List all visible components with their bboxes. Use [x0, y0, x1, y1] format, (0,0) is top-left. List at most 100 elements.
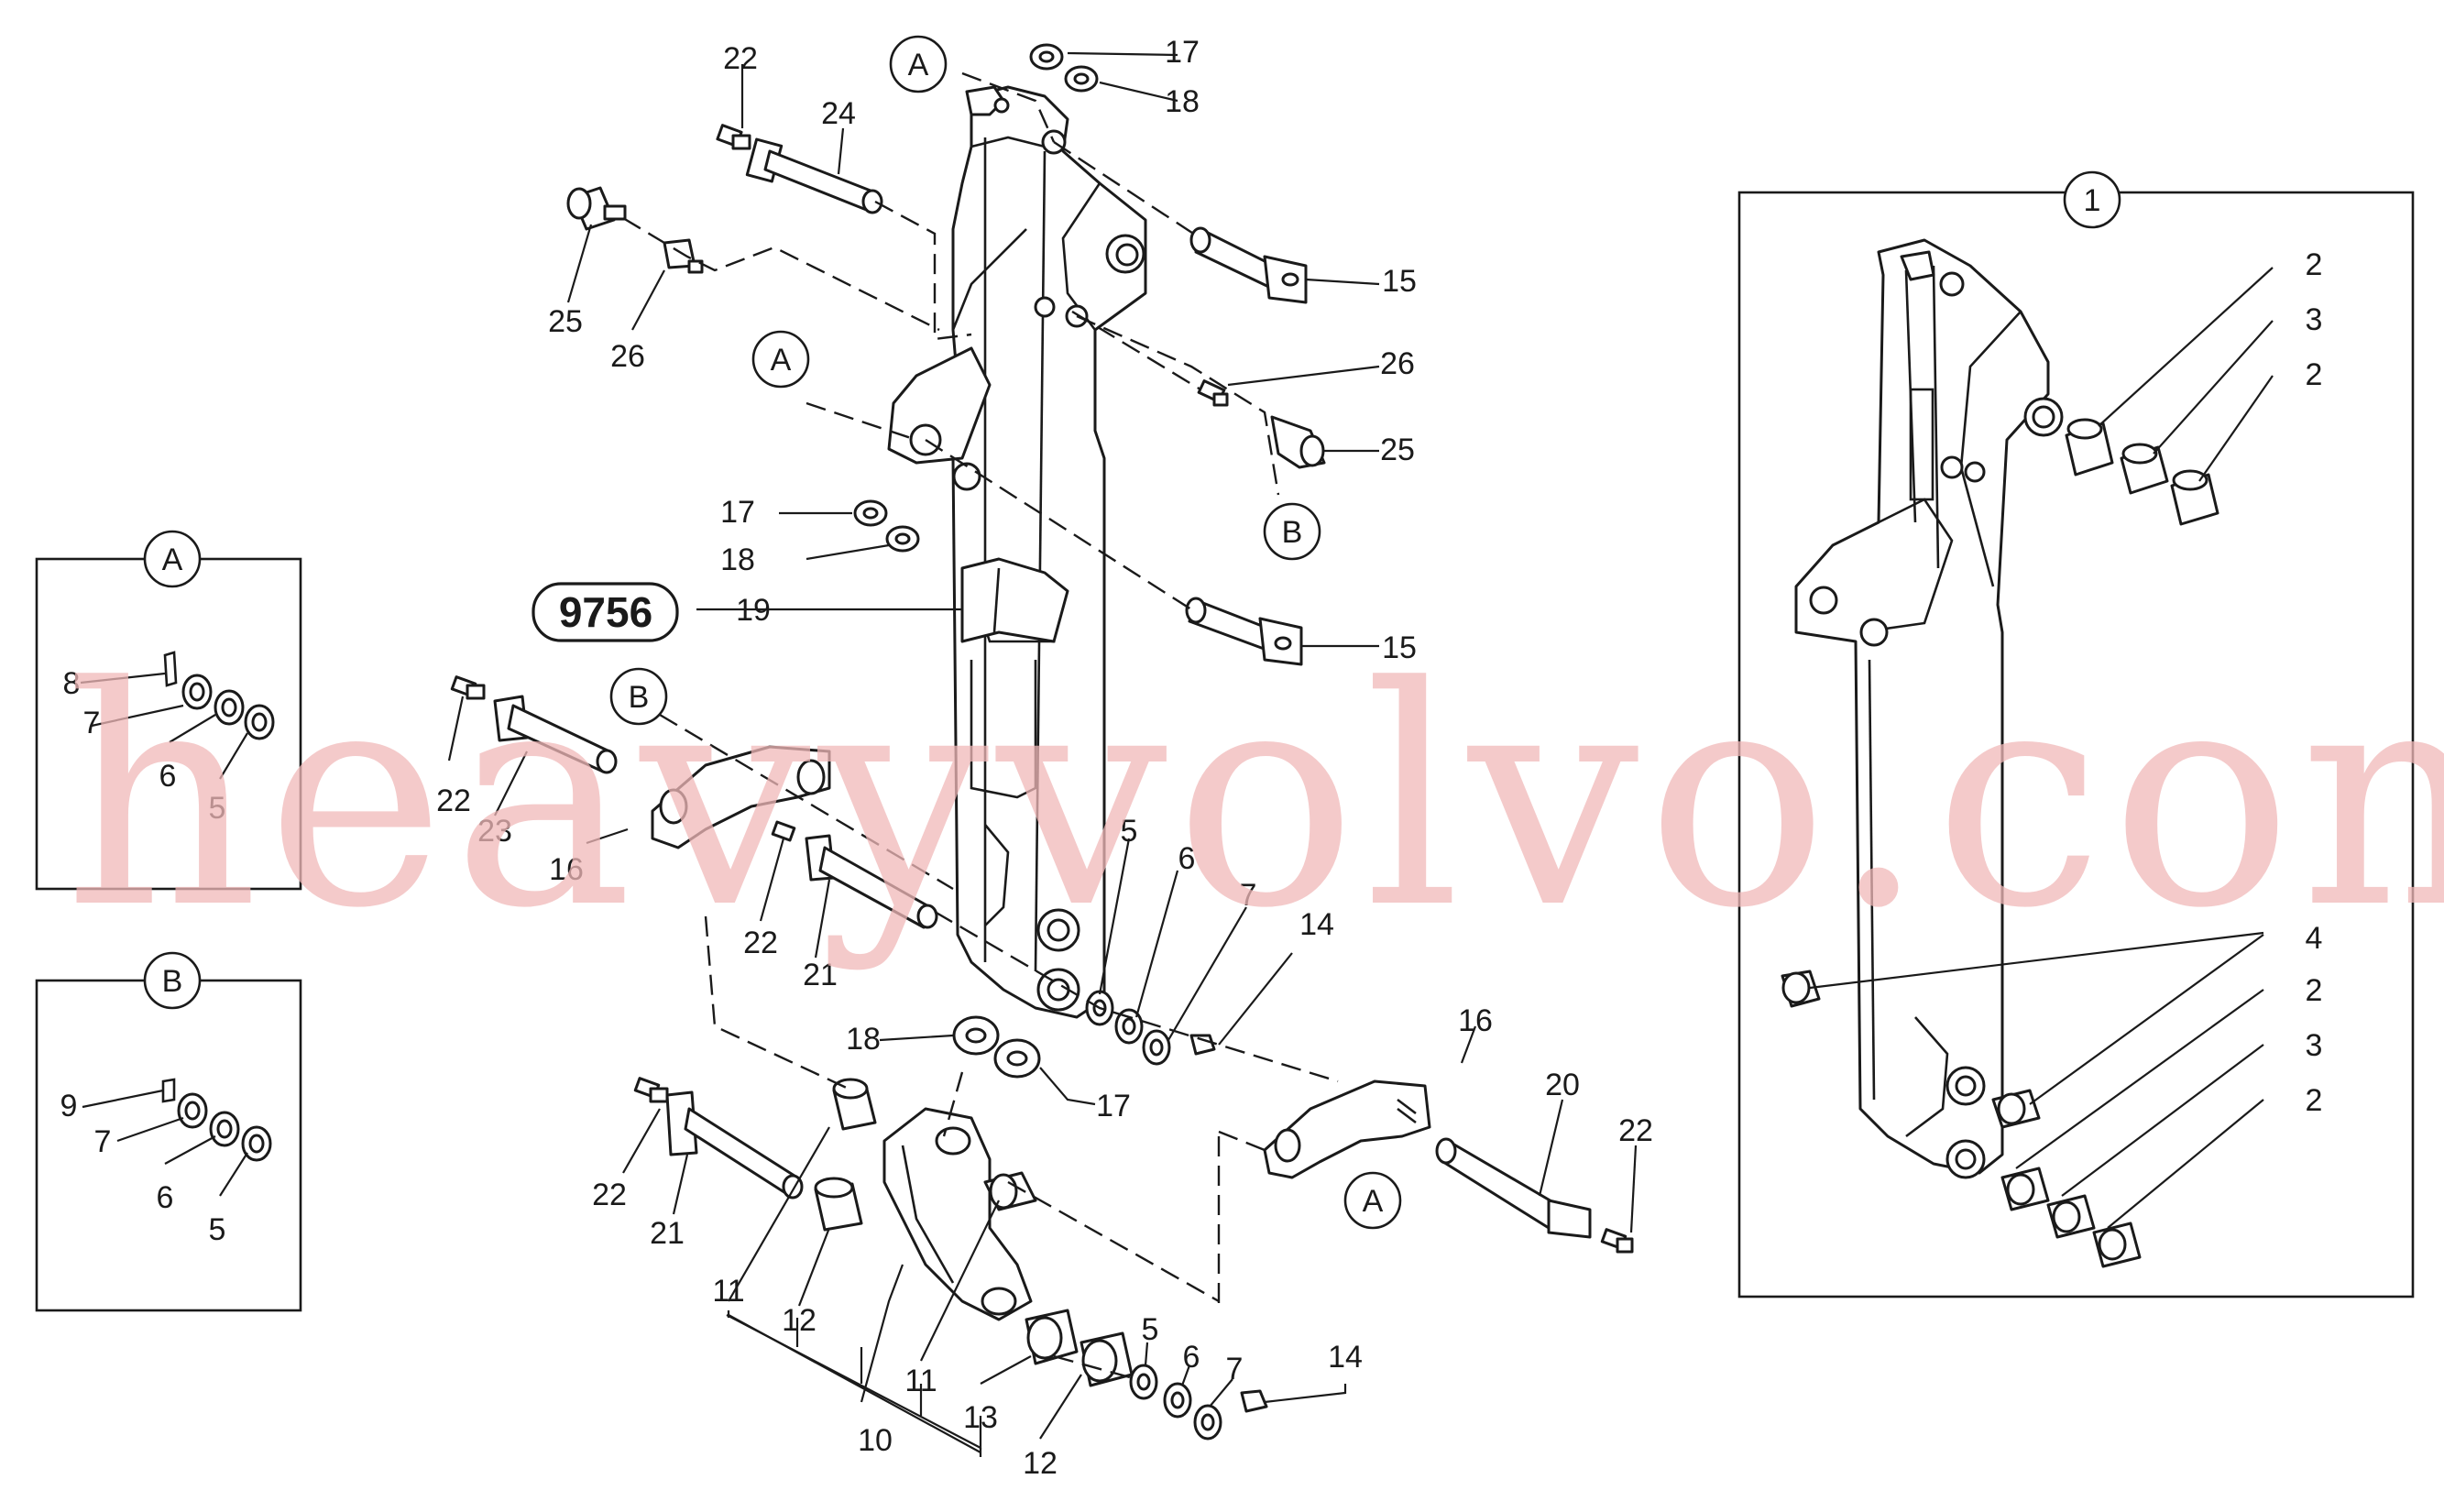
callout-c5b: 5: [1142, 1312, 1159, 1347]
callout-c16a: 16: [549, 852, 584, 887]
view-label: A: [1363, 1184, 1384, 1219]
callout-c16b: 16: [1458, 1003, 1493, 1038]
callout-c18c: 18: [846, 1022, 881, 1057]
callout-c23: 23: [477, 814, 512, 849]
view-circle-mid-b: B: [1263, 502, 1321, 561]
dashed-centerlines: [622, 71, 1339, 1381]
washers-5-6-7-low: [1129, 1364, 1268, 1441]
dipper-arm: [887, 85, 1147, 1019]
callout-c22a: 22: [723, 41, 758, 76]
pin-21-low: [665, 1090, 804, 1200]
callout-c12a: 12: [782, 1303, 816, 1338]
callout-d2c: 2: [2306, 973, 2323, 1008]
callout-ia6: 6: [159, 759, 177, 794]
inset-b-parts: [82, 1078, 272, 1197]
callout-c20: 20: [1545, 1068, 1580, 1102]
grease-nipple-22-top: [716, 124, 751, 150]
detail-1-leaders: [1809, 267, 2274, 1229]
callout-c26b: 26: [1380, 346, 1415, 381]
callout-ib7: 7: [94, 1124, 112, 1159]
leader-lines: [447, 51, 1638, 1457]
callout-c6a: 6: [1178, 841, 1196, 876]
grease-nipple-22-left: [450, 675, 486, 700]
pin-15-mid: [1185, 597, 1303, 666]
view-circle-left-b: B: [609, 667, 668, 726]
top-pin-24: [745, 137, 883, 214]
grease-nipple-22-mid: [771, 820, 796, 842]
view-label: B: [162, 964, 183, 999]
view-circle-low-a: A: [1343, 1171, 1402, 1230]
callout-d2a: 2: [2306, 247, 2323, 282]
callout-c25b: 25: [1380, 433, 1415, 467]
pin-15-top: [1189, 226, 1308, 304]
callout-c18a: 18: [1165, 84, 1200, 119]
guide-block: [960, 557, 1069, 643]
link-16-right: [1263, 1079, 1431, 1179]
callout-c22e: 22: [592, 1178, 627, 1212]
callout-c22d: 22: [1618, 1113, 1653, 1148]
callout-c17a: 17: [1165, 35, 1200, 70]
washers-17-18-mid: [853, 499, 920, 553]
washers-17-18-top: [1029, 43, 1099, 93]
fitting-26-right: [1197, 379, 1229, 407]
callout-c7a: 7: [1240, 878, 1257, 913]
callout-d4: 4: [2306, 921, 2323, 956]
callout-c18b: 18: [720, 542, 755, 577]
view-label: 1: [2084, 183, 2101, 218]
view-label: B: [1282, 515, 1303, 550]
pin-23: [493, 695, 618, 774]
view-label: A: [908, 48, 929, 82]
link-16-left: [651, 745, 831, 849]
callout-ia5: 5: [209, 791, 226, 826]
callout-c14b: 14: [1328, 1340, 1363, 1375]
detail-1-arm: [1794, 238, 2064, 1179]
callout-ib9: 9: [60, 1089, 78, 1123]
part-number-badge: 9756: [532, 582, 679, 642]
callout-ib5: 5: [209, 1212, 226, 1247]
view-label: A: [771, 343, 792, 378]
callout-d3b: 3: [2306, 1028, 2323, 1063]
callout-c11b: 11: [904, 1364, 937, 1398]
callout-d3a: 3: [2306, 302, 2323, 337]
callout-c15a: 15: [1382, 264, 1417, 299]
inset-circle-a: A: [143, 530, 202, 588]
view-label: B: [629, 680, 650, 715]
callout-c10: 10: [858, 1423, 893, 1458]
fitting-25-right: [1270, 415, 1326, 469]
callout-c17c: 17: [1096, 1089, 1131, 1123]
callout-c21a: 21: [803, 958, 838, 992]
link-10: [882, 1107, 1033, 1321]
view-circle-top-a: A: [889, 35, 948, 93]
callout-c22c: 22: [743, 926, 778, 960]
callout-d2b: 2: [2306, 357, 2323, 392]
washers-17-18-low: [952, 1015, 1041, 1079]
inset-circle-b: B: [143, 951, 202, 1010]
fitting-25-left: [566, 186, 627, 231]
callout-c24: 24: [821, 96, 856, 131]
pin-21-mid: [805, 834, 938, 929]
bushings-11-12: [814, 1078, 877, 1232]
callout-ia8: 8: [63, 666, 81, 701]
callout-c26a: 26: [610, 339, 645, 374]
callout-d2d: 2: [2306, 1083, 2323, 1118]
callout-c14a: 14: [1299, 907, 1334, 942]
callout-c25a: 25: [548, 304, 583, 339]
detail-circle-1: 1: [2063, 170, 2121, 229]
callout-c21b: 21: [650, 1216, 685, 1251]
pin-20: [1435, 1137, 1592, 1239]
callout-ib6: 6: [157, 1180, 174, 1215]
view-circle-mid-a: A: [751, 330, 810, 389]
view-label: A: [162, 542, 183, 577]
callout-ia7: 7: [83, 706, 101, 740]
callout-c17b: 17: [720, 495, 755, 530]
bushing-11-right: [983, 1171, 1037, 1211]
callout-c5a: 5: [1121, 814, 1138, 849]
callout-c13: 13: [963, 1400, 998, 1435]
callout-c6b: 6: [1183, 1340, 1200, 1375]
washers-5-6-7-mid: [1085, 990, 1216, 1066]
grease-nipple-22-low: [633, 1077, 669, 1103]
callout-c12b: 12: [1023, 1446, 1058, 1481]
callout-c7b: 7: [1226, 1352, 1244, 1386]
